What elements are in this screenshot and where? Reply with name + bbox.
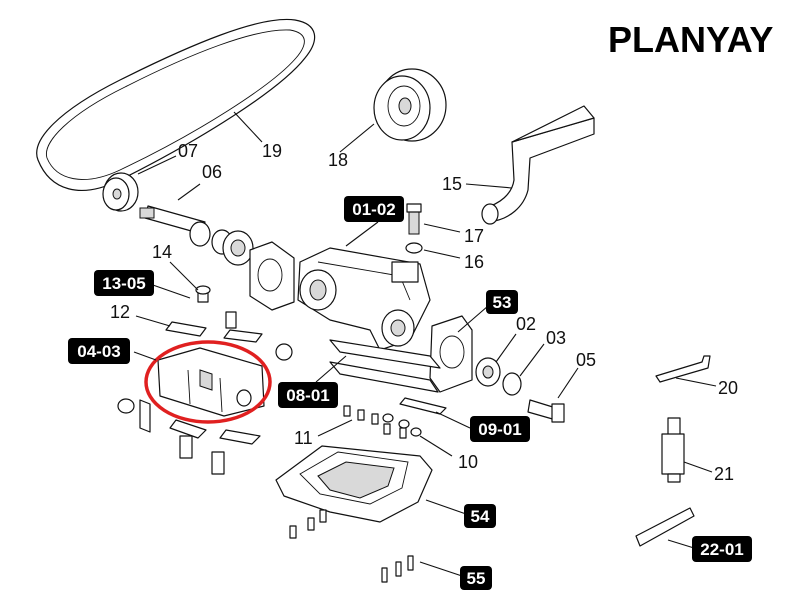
label-16: 16 (464, 252, 484, 272)
part-07-pulley (102, 172, 139, 212)
brand-title: PLANYAY (608, 19, 773, 60)
label-06: 06 (202, 162, 222, 182)
part-17-bolt (406, 203, 422, 235)
label-15: 15 (442, 174, 462, 194)
svg-text:09-01: 09-01 (478, 420, 521, 439)
svg-text:55: 55 (467, 569, 486, 588)
part-12-plates (165, 311, 263, 343)
part-02-bearing (475, 357, 501, 387)
badge-53: 53 (486, 290, 518, 314)
badge-08-01: 08-01 (278, 382, 338, 408)
part-14-screw (195, 285, 211, 303)
part-18-pulley (373, 68, 447, 142)
part-54-base-plate (275, 445, 433, 523)
label-11: 11 (294, 428, 313, 448)
badge-54: 54 (464, 504, 496, 528)
part-21-tool (661, 417, 685, 483)
svg-text:13-05: 13-05 (102, 274, 145, 293)
part-04-03-assembly (157, 347, 265, 417)
highlight-circle (144, 340, 272, 424)
badge-22-01: 22-01 (692, 536, 752, 562)
badge-13-05: 13-05 (94, 270, 154, 296)
part-55-fasteners (381, 555, 414, 583)
part-19-belt (36, 18, 316, 191)
part-09-01-shim (399, 397, 447, 415)
label-02: 02 (516, 314, 536, 334)
svg-text:01-02: 01-02 (352, 200, 395, 219)
label-05: 05 (576, 350, 596, 370)
part-20-hex-key (655, 355, 711, 383)
label-18: 18 (328, 150, 348, 170)
part-16-washer (405, 242, 423, 254)
part-05-bolt (527, 399, 565, 423)
part-10-nuts (382, 413, 422, 437)
svg-text:22-01: 22-01 (700, 540, 743, 559)
label-19: 19 (262, 141, 282, 161)
svg-text:04-03: 04-03 (77, 342, 120, 361)
part-15-handle (481, 105, 595, 225)
label-17: 17 (464, 226, 484, 246)
badge-55: 55 (460, 566, 492, 590)
part-base-bolts (289, 509, 327, 539)
label-21: 21 (714, 464, 734, 484)
leader-lines (133, 111, 717, 577)
part-circlips (189, 221, 254, 266)
part-08-01-plate (329, 339, 441, 393)
label-03: 03 (546, 328, 566, 348)
label-20: 20 (718, 378, 738, 398)
label-10: 10 (458, 452, 478, 472)
part-bearing-block-left (249, 241, 295, 311)
badge-09-01: 09-01 (470, 416, 530, 442)
part-misc-fasteners-left (117, 343, 293, 475)
label-12: 12 (110, 302, 130, 322)
part-01-02-frame (297, 247, 431, 351)
badge-04-03: 04-03 (68, 338, 130, 364)
svg-text:08-01: 08-01 (286, 386, 329, 405)
svg-text:54: 54 (471, 507, 490, 526)
part-11-bolts (343, 405, 407, 439)
part-03-circlip (502, 372, 522, 396)
part-22-01-blade (635, 507, 695, 547)
svg-text:53: 53 (493, 293, 512, 312)
badge-01-02: 01-02 (344, 196, 404, 222)
part-53-bearing-block (429, 315, 473, 393)
label-14: 14 (152, 242, 172, 262)
label-07: 07 (178, 141, 198, 161)
